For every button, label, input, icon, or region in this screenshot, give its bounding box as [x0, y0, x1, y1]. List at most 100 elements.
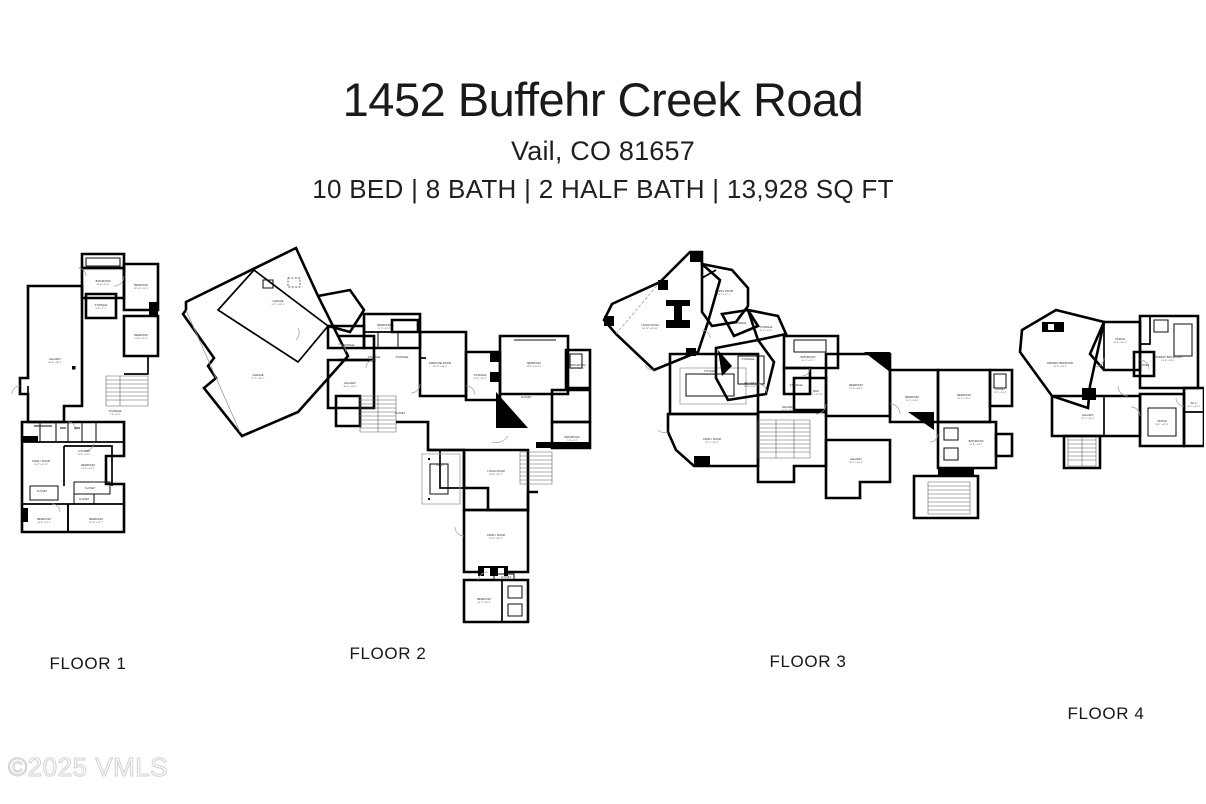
- svg-text:CLOSET: CLOSET: [37, 489, 48, 493]
- svg-text:10' 7" x 12' 1": 10' 7" x 12' 1": [571, 368, 584, 370]
- svg-text:12' 7" x 13' 1": 12' 7" x 13' 1": [377, 328, 390, 330]
- svg-text:16' 10" x 18' 4": 16' 10" x 18' 4": [433, 366, 448, 368]
- floor-plan-3: LIVING ROOM 30' 11" x 30' 10" DINING ROO…: [598, 244, 1018, 671]
- svg-text:CLOSET: CLOSET: [501, 575, 512, 579]
- svg-text:BATHROOM: BATHROOM: [571, 363, 586, 367]
- svg-text:KITCHEN: KITCHEN: [78, 449, 90, 453]
- svg-text:28' 0" x 20' 7": 28' 0" x 20' 7": [489, 474, 502, 476]
- svg-text:7' 2" x 10' 10": 7' 2" x 10' 10": [809, 394, 822, 396]
- floor-4-geometry: PRIMARY BEDROOM 26' 0" x 23' 4" OFFICE 1…: [1018, 308, 1204, 470]
- svg-text:23' 8" x 20' 10": 23' 8" x 20' 10": [527, 366, 542, 368]
- floor-plans-row: BATHROOM 10' 0" x 8' 10" STORAGE 8' 9" x…: [0, 236, 1206, 723]
- svg-text:FAMILY ROOM: FAMILY ROOM: [32, 459, 50, 463]
- svg-text:BAR: BAR: [813, 389, 818, 393]
- svg-text:FAMILY ROOM: FAMILY ROOM: [703, 437, 721, 441]
- svg-text:PATIO: PATIO: [436, 463, 443, 467]
- svg-text:OFFICE: OFFICE: [1157, 419, 1167, 423]
- svg-text:STORAGE: STORAGE: [109, 409, 122, 413]
- svg-text:HALLWAY: HALLWAY: [782, 405, 794, 409]
- svg-text:GARAGE: GARAGE: [252, 373, 263, 377]
- svg-text:13' 1" x 11' 8": 13' 1" x 11' 8": [1155, 424, 1168, 426]
- stairs-icon: [359, 395, 397, 433]
- svg-text:BEDROOM: BEDROOM: [849, 383, 862, 387]
- stairs-icon: [519, 451, 553, 485]
- stairs-icon: [927, 481, 971, 515]
- listing-header: 1452 Buffehr Creek Road Vail, CO 81657 1…: [0, 0, 1206, 206]
- svg-text:11' 5" x 12' 4": 11' 5" x 12' 4": [993, 392, 1006, 394]
- svg-text:LIVING ROOM: LIVING ROOM: [487, 469, 504, 473]
- svg-text:13' 8" x 15' 3": 13' 8" x 15' 3": [134, 338, 147, 340]
- floor-4-label: FLOOR 4: [1067, 704, 1145, 723]
- svg-text:BATHROOM: BATHROOM: [565, 435, 580, 439]
- property-specs: 10 BED | 8 BATH | 2 HALF BATH | 13,928 S…: [312, 174, 894, 204]
- svg-text:20' 1" x 18' 4": 20' 1" x 18' 4": [849, 462, 862, 464]
- svg-text:BEDROOM: BEDROOM: [957, 393, 970, 397]
- svg-text:STORAGE: STORAGE: [760, 325, 773, 329]
- svg-text:26' 0" x 23' 4": 26' 0" x 23' 4": [1053, 366, 1066, 368]
- svg-text:PRIMARY BEDROOM: PRIMARY BEDROOM: [1047, 361, 1073, 365]
- svg-text:STORAGE: STORAGE: [474, 373, 487, 377]
- svg-text:GARAGE: GARAGE: [272, 299, 283, 303]
- svg-text:STORAGE: STORAGE: [790, 383, 803, 387]
- svg-text:HALLWAY: HALLWAY: [1082, 413, 1094, 417]
- svg-text:30' 11" x 30' 10": 30' 11" x 30' 10": [642, 328, 658, 330]
- svg-text:14' 7" x 16' 3": 14' 7" x 16' 3": [477, 602, 490, 604]
- floor-3-geometry: LIVING ROOM 30' 11" x 30' 10" DINING ROO…: [602, 250, 1014, 520]
- svg-text:BEDROOM: BEDROOM: [477, 597, 490, 601]
- floor-4-drawing: PRIMARY BEDROOM 26' 0" x 23' 4" OFFICE 1…: [1018, 308, 1204, 470]
- svg-text:BEDROOM: BEDROOM: [527, 361, 540, 365]
- floor-2-geometry: GARAGE 31' 7" x 26' 1" GARAGE 31' 7" x 3…: [181, 246, 592, 624]
- svg-text:10' 0" x 8' 10": 10' 0" x 8' 10": [96, 284, 109, 286]
- stairs-icon: [1067, 435, 1097, 467]
- floor-3-drawing: LIVING ROOM 30' 11" x 30' 10" DINING ROO…: [602, 250, 1014, 520]
- svg-text:8' 9" x 7' 2": 8' 9" x 7' 2": [96, 308, 107, 310]
- svg-text:22' 4" x 18' 7": 22' 4" x 18' 7": [489, 538, 502, 540]
- svg-text:9' 9" x 11' 5": 9' 9" x 11' 5": [744, 386, 756, 388]
- svg-text:14' 3" x 14' 7": 14' 3" x 14' 7": [37, 522, 50, 524]
- svg-text:HALLWAY: HALLWAY: [49, 357, 61, 361]
- svg-text:BEDROOM: BEDROOM: [37, 517, 50, 521]
- floor-plan-2: GARAGE 31' 7" x 26' 1" GARAGE 31' 7" x 3…: [178, 236, 598, 663]
- svg-text:22' 1" x 14' 3": 22' 1" x 14' 3": [1081, 418, 1094, 420]
- svg-text:BEDROOM: BEDROOM: [134, 283, 147, 287]
- svg-text:EXERCISE ROOM: EXERCISE ROOM: [429, 361, 451, 365]
- svg-text:13' 10" x 12' 7": 13' 10" x 12' 7": [89, 522, 104, 524]
- svg-text:PRIMARY BATHROOM: PRIMARY BATHROOM: [1154, 355, 1181, 359]
- svg-text:BATHROOM: BATHROOM: [96, 279, 111, 283]
- svg-text:11' 9" x 16' 3": 11' 9" x 16' 3": [473, 378, 486, 380]
- svg-text:BEDROOM: BEDROOM: [377, 323, 390, 327]
- svg-text:STORAGE: STORAGE: [742, 357, 755, 361]
- svg-text:LIVING ROOM: LIVING ROOM: [641, 323, 658, 327]
- svg-text:CLOSET: CLOSET: [79, 497, 90, 501]
- svg-text:16' 3" x 10' 2": 16' 3" x 10' 2": [1113, 342, 1126, 344]
- copyright-watermark: ©2025 VMLS: [7, 752, 169, 783]
- svg-text:FAMILY ROOM: FAMILY ROOM: [487, 533, 505, 537]
- svg-text:43' 9" x 44' 1": 43' 9" x 44' 1": [781, 410, 794, 412]
- city-state-zip: Vail, CO 81657: [511, 136, 695, 166]
- svg-text:BEDROOM: BEDROOM: [89, 517, 102, 521]
- svg-text:13' 10" x 14' 4": 13' 10" x 14' 4": [134, 288, 149, 290]
- floor-2-label: FLOOR 2: [349, 644, 427, 663]
- svg-text:11' 3" x 8' 10": 11' 3" x 8' 10": [759, 330, 772, 332]
- svg-text:31' 7" x 30' 1": 31' 7" x 30' 1": [251, 378, 264, 380]
- svg-text:7' 4" x 5' 6": 7' 4" x 5' 6": [110, 414, 121, 416]
- svg-text:BATHROOM: BATHROOM: [969, 439, 984, 443]
- svg-text:20' 2" x 17' 8": 20' 2" x 17' 8": [34, 464, 47, 466]
- page-title: 1452 Buffehr Creek Road: [342, 73, 864, 126]
- svg-text:22' 10" x 20' 4": 22' 10" x 20' 4": [703, 374, 718, 376]
- svg-text:STORAGE: STORAGE: [368, 355, 381, 359]
- svg-text:W.I.C.: W.I.C.: [1190, 401, 1197, 405]
- stairs-icon: [105, 375, 149, 407]
- svg-text:17' 6" x 18' 3": 17' 6" x 18' 3": [849, 388, 862, 390]
- svg-text:CLOSET: CLOSET: [395, 411, 406, 415]
- svg-text:7' 9" x 6' 3": 7' 9" x 6' 3": [567, 440, 578, 442]
- svg-text:31' 7" x 26' 1": 31' 7" x 26' 1": [271, 304, 284, 306]
- floor-2-drawing: GARAGE 31' 7" x 26' 1" GARAGE 31' 7" x 3…: [181, 246, 592, 624]
- svg-text:CLOSET: CLOSET: [995, 387, 1006, 391]
- svg-text:10' 7" x 14' 2": 10' 7" x 14' 2": [1187, 406, 1200, 408]
- floor-1-drawing: BATHROOM 10' 0" x 8' 10" STORAGE 8' 9" x…: [11, 252, 160, 534]
- svg-text:HALLWAY: HALLWAY: [344, 381, 356, 385]
- svg-text:14' 8" x 18' 5": 14' 8" x 18' 5": [1161, 360, 1174, 362]
- svg-text:34' 5" x 28' 3": 34' 5" x 28' 3": [343, 386, 356, 388]
